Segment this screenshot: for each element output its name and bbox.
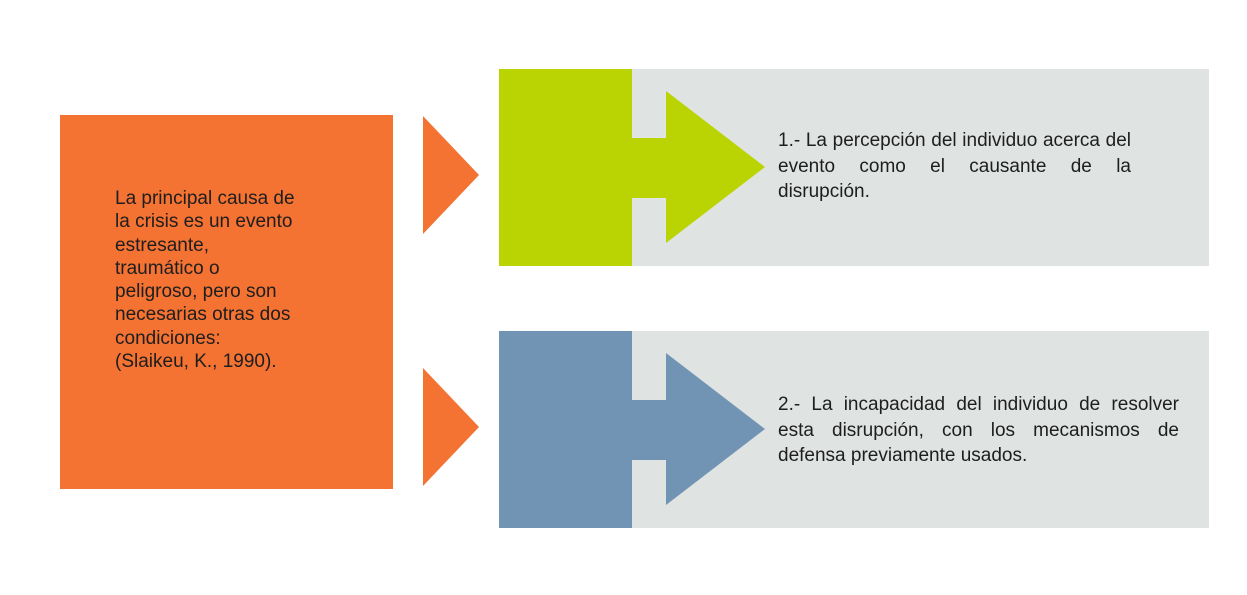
condition-1-arrow-icon	[666, 91, 765, 243]
condition-2-text: 2.- La incapacidad del individuo de reso…	[778, 394, 1179, 466]
condition-1-text: 1.- La percepción del individuo acerca d…	[778, 130, 1131, 202]
main-cause-text: La principal causa de la crisis es un ev…	[115, 187, 350, 373]
main-cause-line: la crisis es un evento	[115, 211, 293, 233]
main-cause-line: necesarias otras dos	[115, 304, 291, 326]
main-cause-line: peligroso, pero son	[115, 281, 277, 303]
main-cause-line: (Slaikeu, K., 1990).	[115, 351, 277, 373]
main-cause-line: estresante,	[115, 234, 209, 256]
main-cause-line: condiciones:	[115, 327, 221, 349]
condition-2-arrow-icon	[666, 353, 765, 505]
condition-2-bar	[499, 331, 632, 528]
condition-2-arrow-stem	[632, 400, 666, 460]
main-cause-line: traumático o	[115, 257, 220, 279]
connector-triangle-bottom	[423, 368, 479, 486]
main-cause-line: La principal causa de	[115, 188, 295, 209]
condition-1-arrow-stem	[632, 138, 666, 198]
main-cause-box	[60, 115, 393, 489]
condition-1-bar	[499, 69, 632, 266]
connector-triangle-top	[423, 116, 479, 234]
